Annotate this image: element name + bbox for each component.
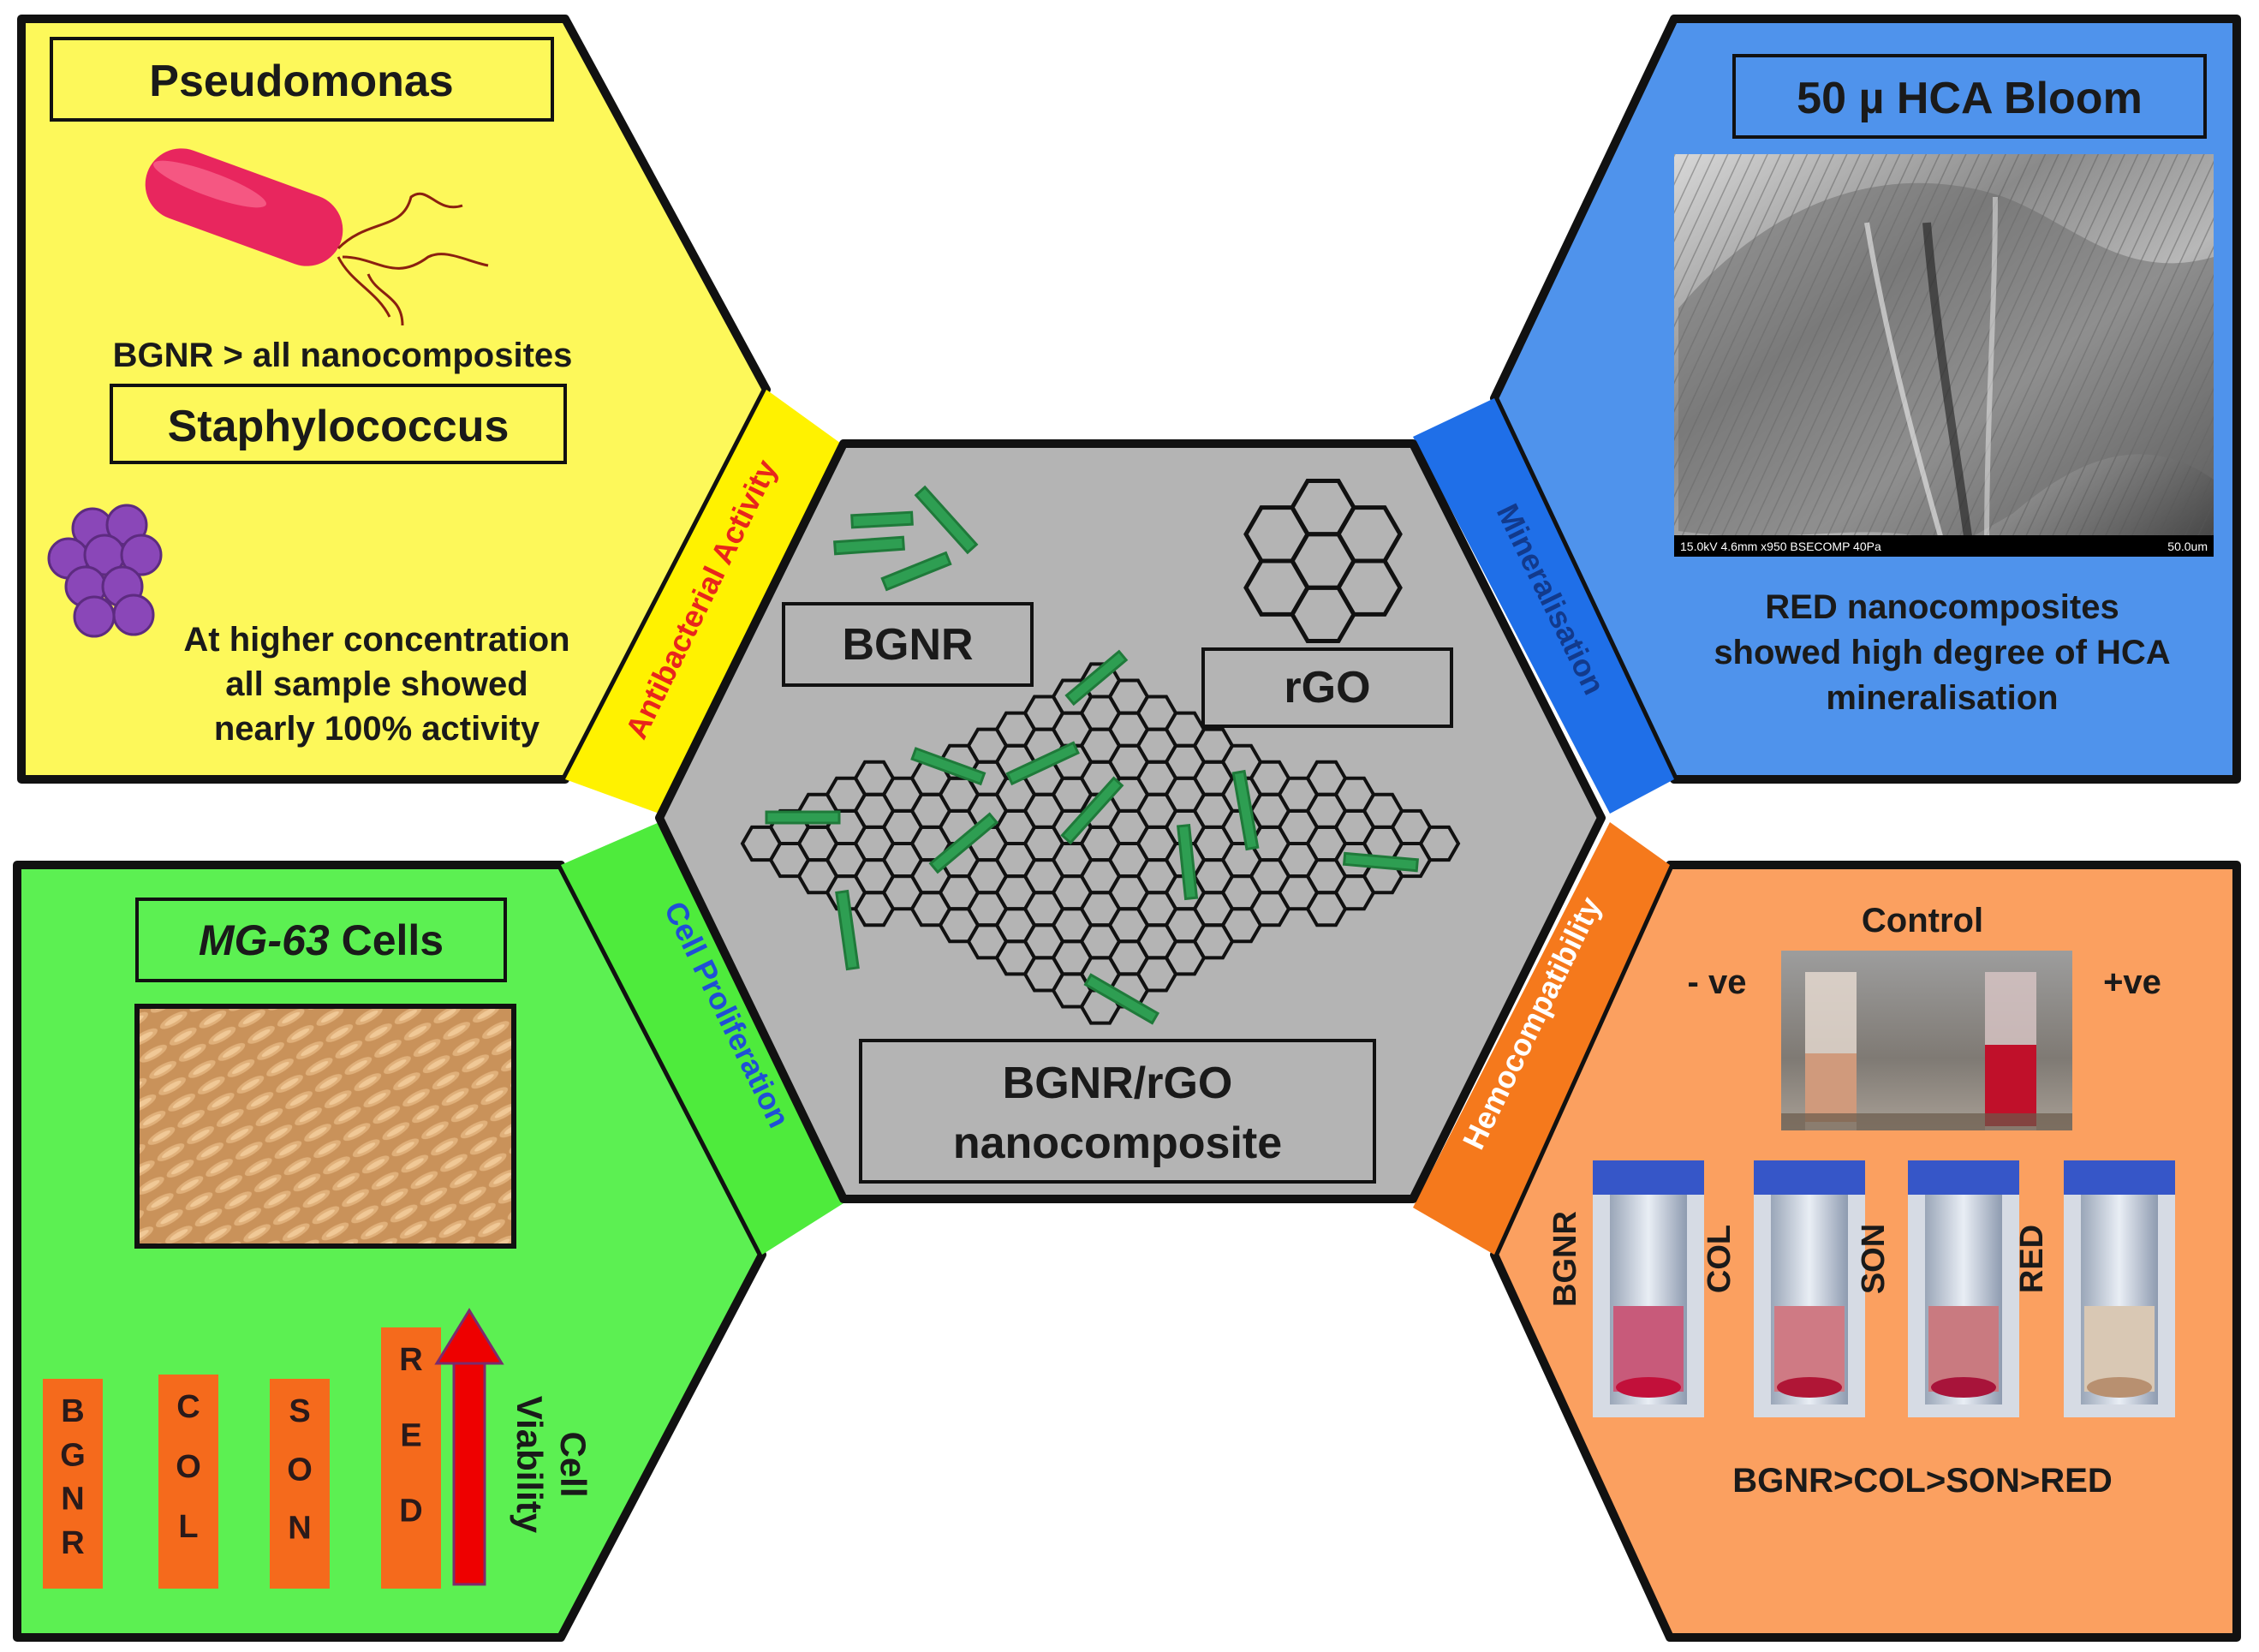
sample-tube-pellet [1931,1377,1996,1398]
pseudomonas-result: BGNR > all nanocomposites [113,337,573,374]
viability-bar-letter: R [399,1342,422,1378]
viability-bar-letter: O [287,1452,313,1488]
sample-tube-cap [1908,1160,2019,1195]
sample-label-son: SON [1856,1224,1892,1294]
pseudomonas-title-box [50,37,554,122]
rgo-hex-cell [1243,558,1310,617]
staph-result-line-3: nearly 100% activity [214,710,540,748]
viability-bar-letter: B [61,1393,84,1429]
viability-bar-letter: C [176,1389,200,1425]
mineralisation-result-line-1: RED nanocomposites [1765,588,2119,626]
pseudomonas-title: Pseudomonas [149,57,453,106]
rgo-honeycomb-icon [1243,479,1403,643]
viability-bar-letter: N [288,1511,311,1547]
sample-tubes: BGNR COL SON RED [1547,1160,2175,1417]
bgnr-nanorods [833,485,979,592]
hca-bloom-title-box [1732,54,2207,139]
mg63-title-italic: MG-63 [199,916,330,964]
sample-tube-pellet [1777,1377,1842,1398]
viability-bar-letter: O [176,1449,201,1485]
viability-bar-red [381,1327,441,1589]
viability-bar-letter: L [178,1509,198,1545]
viability-bar-letter: N [61,1482,84,1518]
sample-label-col: COL [1702,1225,1737,1293]
mineralisation-result-line-2: showed high degree of HCA [1714,634,2170,671]
composite-nanorods [765,649,1419,1025]
sample-tube-cap [1754,1160,1865,1195]
staphylococcus-cluster-icon [47,504,163,638]
cell-proliferation-connector [561,822,843,1255]
sample-tube-pellet [2087,1377,2152,1398]
sem-caption-left: 15.0kV 4.6mm x950 BSECOMP 40Pa [1680,540,1881,553]
sample-tube-pellet [1616,1377,1681,1398]
control-label: Control [1862,902,1983,939]
positive-control-label: +ve [2103,963,2161,1001]
sample-tube-cap [1593,1160,1704,1195]
antibacterial-connector [565,390,843,814]
mg63-title-box [135,898,507,982]
hemocompatibility-ranking: BGNR>COL>SON>RED [1732,1462,2112,1500]
staphylococcus-title: Staphylococcus [168,402,510,451]
staph-result-line-1: At higher concentration [183,621,569,659]
sem-caption-right: 50.0um [2167,540,2208,553]
composite-label-line1: BGNR/rGO [1003,1059,1233,1108]
cell-viability-label-line1: Cell [553,1431,593,1497]
sample-label-red: RED [2014,1225,2050,1293]
mineralisation-connector [1413,398,1674,814]
bgnr-label: BGNR [842,620,973,670]
viability-bar-col [158,1375,218,1589]
cell-viability-arrow [434,1308,504,1586]
viability-bar-letter: E [400,1417,421,1453]
staphylococcus-title-box [110,384,567,464]
rgo-label: rGO [1284,663,1370,713]
sample-tube-cap [2064,1160,2175,1195]
cell-viability-label-line2: Viability [510,1396,550,1534]
mg63-title-rest: Cells [330,916,444,964]
mg63-cell-image [134,1004,516,1249]
composite-label-box [859,1039,1376,1184]
sem-image: 15.0kV 4.6mm x950 BSECOMP 40Pa 50.0um [1674,154,2214,557]
hemocompatibility-connector [1413,822,1670,1255]
viability-bar-letter: D [399,1494,422,1530]
viability-bar-letter: G [60,1437,86,1473]
graphene-hex-cell [1418,825,1461,862]
composite-label-line2: nanocomposite [953,1118,1282,1168]
rgo-label-box [1201,647,1453,728]
rgo-hex-cell [1336,558,1403,617]
sample-label-bgnr: BGNR [1547,1211,1583,1307]
viability-bar-letter: R [61,1525,84,1561]
hca-bloom-title: 50 µ HCA Bloom [1797,74,2143,123]
staph-result-line-2: all sample showed [225,665,527,703]
control-tubes-photo [1781,951,2072,1130]
mineralisation-result-line-3: mineralisation [1826,679,2058,717]
pseudomonas-bacterium-icon [145,148,489,326]
viability-bar-letter: S [289,1393,310,1429]
bgnr-label-box [782,602,1034,687]
viability-bar-son [270,1379,330,1589]
viability-bar-bgnr [43,1379,103,1589]
mg63-title: MG-63 Cells [199,916,444,964]
negative-control-label: - ve [1688,963,1747,1001]
